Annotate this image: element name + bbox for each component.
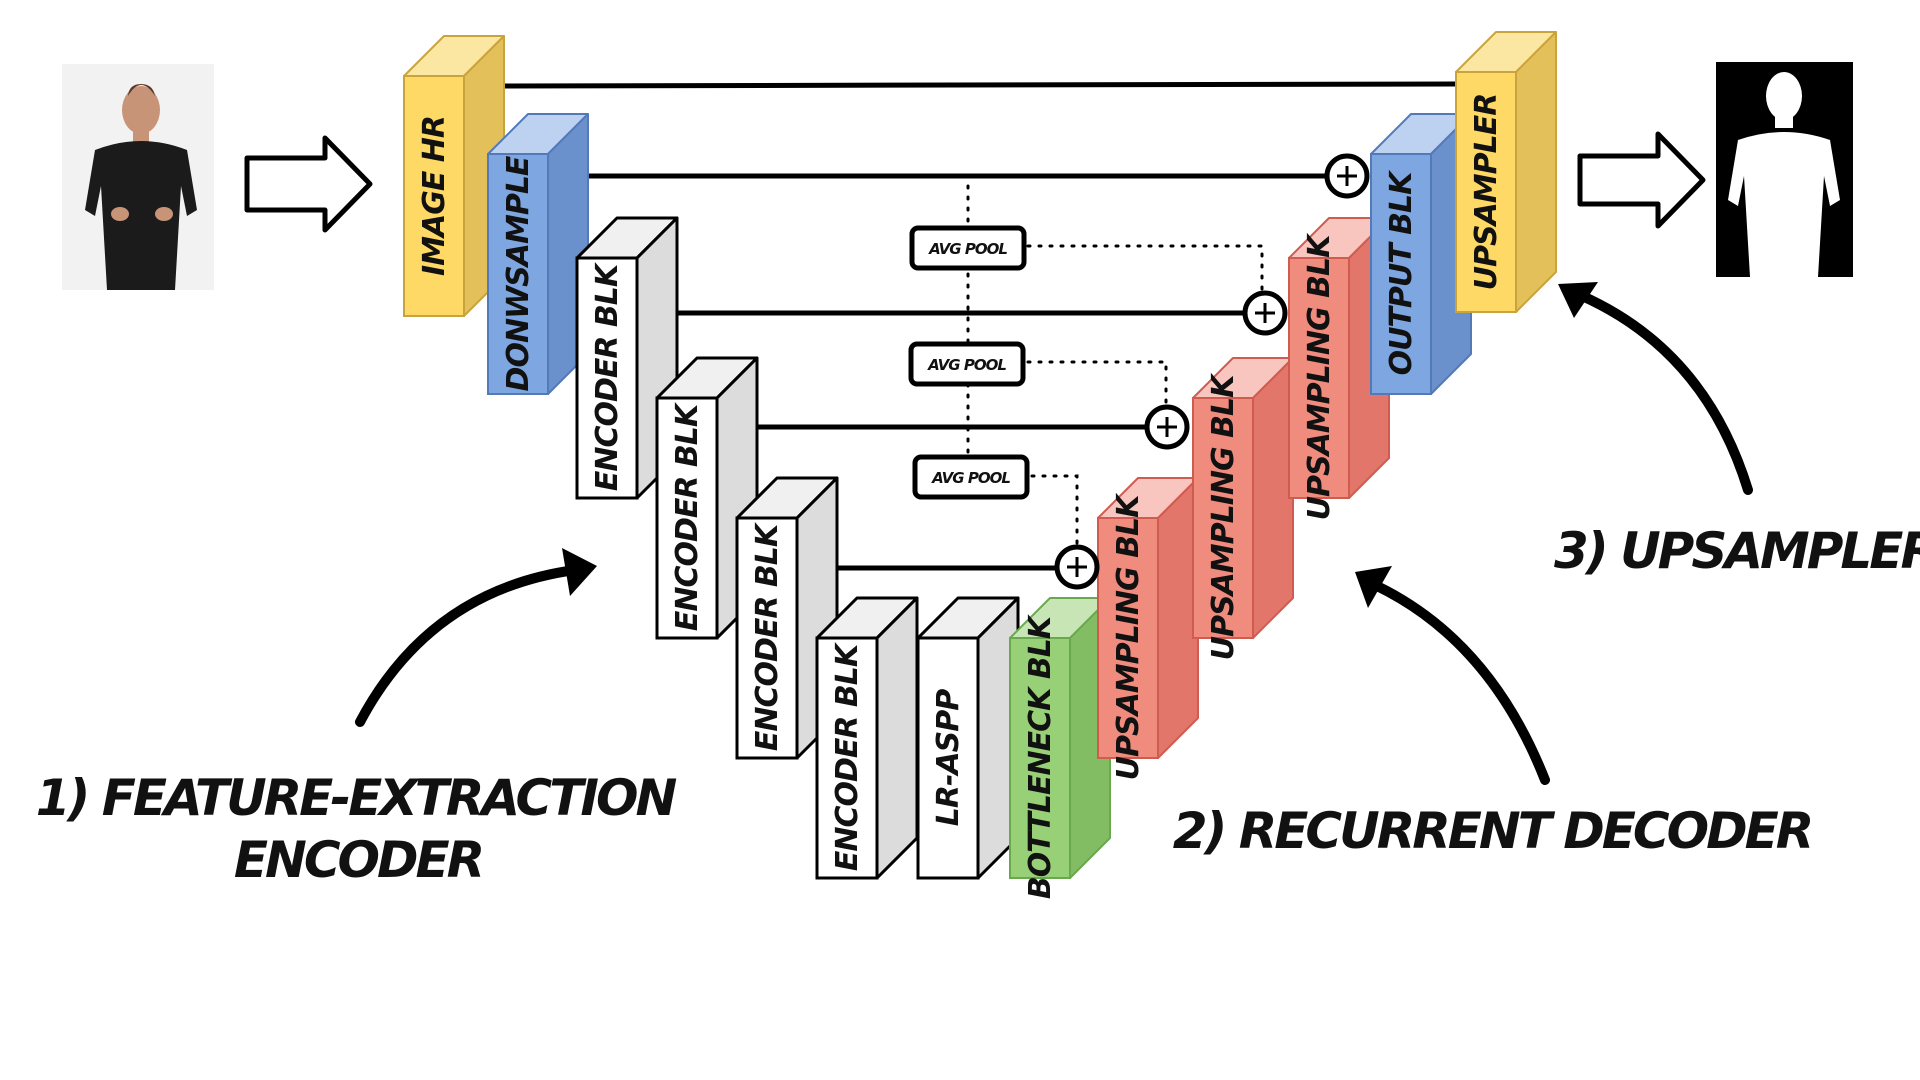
avg-pool-box: AVG POOL xyxy=(912,454,1030,500)
block-label: IMAGE HR xyxy=(417,116,452,276)
add-node-icon xyxy=(1324,153,1370,199)
upsampler-pointer-arrow-icon xyxy=(1575,290,1753,495)
block-front-face xyxy=(1370,153,1432,395)
block-label: ENCODER BLK xyxy=(830,641,865,871)
block-front-face xyxy=(1455,71,1517,313)
add-nodes xyxy=(1054,153,1370,590)
encoder-stage-label-line2: ENCODER xyxy=(234,831,482,889)
block-label: ENCODER BLK xyxy=(670,401,705,631)
encoder-pointer-arrow-icon xyxy=(355,565,580,727)
encoder-stage-label: 1) FEATURE-EXTRACTION xyxy=(36,769,677,827)
input-arrow-icon xyxy=(244,135,373,233)
upsampler-stage-label: 3) UPSAMPLER xyxy=(1554,522,1920,580)
block-label: BOTTLENECK BLK xyxy=(1023,613,1058,899)
block-encoder-4: ENCODER BLK xyxy=(815,596,919,880)
add-node-icon xyxy=(1144,404,1190,450)
block-bottleneck: BOTTLENECK BLK xyxy=(1009,597,1111,899)
block-label: UPSAMPLING BLK xyxy=(1206,372,1241,660)
decoder-stage-label: 2) RECURRENT DECODER xyxy=(1173,802,1812,860)
block-label: UPSAMPLING BLK xyxy=(1302,232,1337,520)
block-lr-aspp: LR-ASPP xyxy=(916,596,1020,880)
output-mask-image xyxy=(1716,62,1853,277)
avg-pool-box: AVG POOL xyxy=(908,341,1026,387)
arrowhead-icon xyxy=(1355,566,1392,608)
arrowhead-icon xyxy=(1558,282,1598,318)
input-image xyxy=(62,64,214,290)
block-front-face xyxy=(655,396,719,640)
pointer-arrows xyxy=(355,290,1753,785)
block-front-face xyxy=(815,636,879,880)
avg-pool-box: AVG POOL xyxy=(909,225,1027,271)
avg-pool-label: AVG POOL xyxy=(927,356,1006,374)
block-side-face xyxy=(1252,357,1294,639)
block-label: OUTPUT BLK xyxy=(1384,169,1419,376)
block-upsampler: UPSAMPLER xyxy=(1455,31,1557,313)
block-label: DONWSAMPLE xyxy=(501,155,536,391)
block-downsample: DONWSAMPLE xyxy=(487,113,589,395)
block-label: UPSAMPLER xyxy=(1469,94,1504,291)
network-blocks: IMAGE HR DONWSAMPLE ENCODER BLK ENCODER BLK… xyxy=(403,31,1557,899)
block-front-face xyxy=(1192,397,1254,639)
block-side-face xyxy=(875,596,919,880)
block-side-face xyxy=(1515,31,1557,313)
block-front-face xyxy=(916,636,980,880)
block-image-hr: IMAGE HR xyxy=(403,35,505,317)
block-encoder-2: ENCODER BLK xyxy=(655,356,759,640)
avg-pool-label: AVG POOL xyxy=(928,240,1007,258)
block-label: UPSAMPLING BLK xyxy=(1111,492,1146,780)
block-label: ENCODER BLK xyxy=(590,261,625,491)
block-front-face xyxy=(735,516,799,760)
block-front-face xyxy=(1288,257,1350,499)
output-arrow-icon xyxy=(1577,131,1706,229)
block-front-face xyxy=(1097,517,1159,759)
add-node-icon xyxy=(1242,290,1288,336)
arrowhead-icon xyxy=(562,548,597,596)
decoder-pointer-arrow-icon xyxy=(1370,580,1550,785)
block-front-face xyxy=(1009,637,1071,879)
add-node-icon xyxy=(1054,544,1100,590)
block-upsampling-2: UPSAMPLING BLK xyxy=(1192,357,1294,660)
block-label: LR-ASPP xyxy=(931,689,966,826)
block-front-face xyxy=(487,153,549,395)
block-front-face xyxy=(575,256,639,500)
block-front-face xyxy=(403,75,465,317)
block-label: ENCODER BLK xyxy=(750,521,785,751)
block-upsampling-1: UPSAMPLING BLK xyxy=(1097,477,1199,780)
skip-connections xyxy=(499,81,1456,571)
block-upsampling-3: UPSAMPLING BLK xyxy=(1288,217,1390,520)
avg-pool-label: AVG POOL xyxy=(931,469,1010,487)
